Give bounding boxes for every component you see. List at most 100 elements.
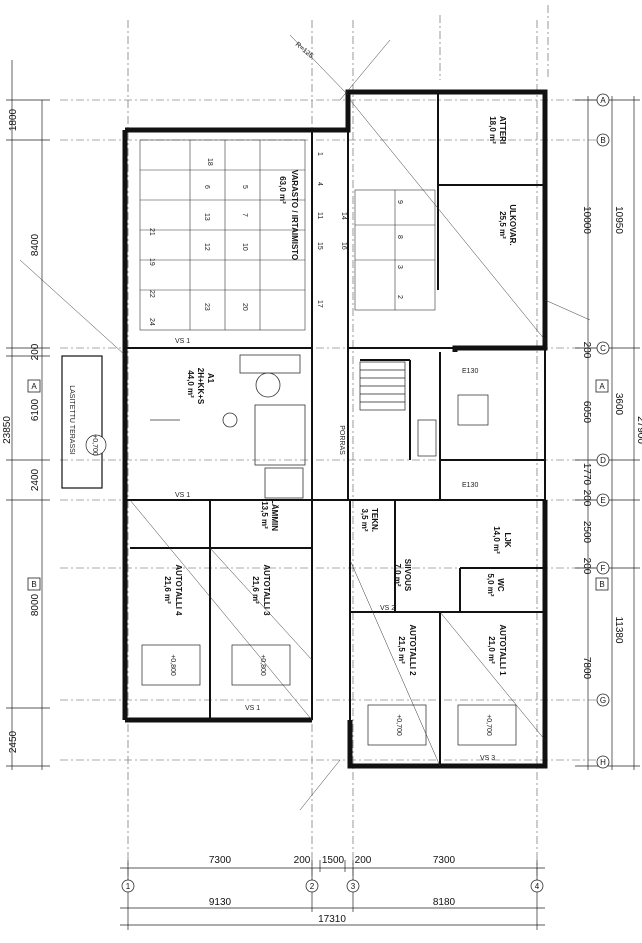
- locker-number: 2: [396, 295, 403, 299]
- right-dim-mid-1: 10950: [613, 206, 624, 234]
- grid-row-bubbles: [596, 93, 610, 769]
- garage-2-area: 21,5 m²: [397, 636, 406, 664]
- left-dim-3: 200: [30, 343, 41, 360]
- left-dim-6: 8000: [30, 593, 41, 616]
- grid-col-1: 1: [126, 882, 131, 891]
- right-dim-total: 27900: [635, 416, 642, 444]
- right-dim-1: 10000: [581, 206, 592, 234]
- locker-number: 12: [203, 243, 210, 251]
- garage-2-label: AUTOTALLI 2: [408, 624, 417, 676]
- bottom-dim-3: 1500: [322, 855, 345, 866]
- terrace-label: LASITETTU TERASSI: [68, 385, 75, 455]
- apartment-type: 2H+KK+S: [196, 368, 205, 405]
- locker-number: 19: [148, 258, 155, 266]
- terrace-outline: [61, 355, 103, 489]
- right-dim-mid-3: 11380: [613, 616, 624, 644]
- garage-floor-markers: [141, 644, 517, 746]
- garage-4-label: AUTOTALLI 4: [174, 564, 183, 616]
- storage-numbers: 18 19 1 5 6 4 13 12 7 10 11 14 15 16 17 …: [148, 152, 403, 326]
- bottom-dimensions: [120, 860, 545, 930]
- tech-room-label: TEKN.: [370, 508, 379, 532]
- grid-col-4: 4: [535, 882, 540, 891]
- note-vs1-a: VS 1: [175, 338, 190, 345]
- ljk-room-area: 14,0 m²: [492, 526, 501, 554]
- locker-number: 17: [316, 300, 323, 308]
- note-vs1-c: VS 1: [245, 705, 260, 712]
- apartment-area: 44,0 m²: [186, 370, 195, 398]
- apartment-interior: [150, 354, 306, 499]
- right-dim-5: 200: [581, 490, 592, 507]
- right-dim-7: 200: [581, 558, 592, 575]
- cleaning-room-area: 7,0 m²: [393, 563, 402, 586]
- attic-label: ATTERI: [498, 116, 507, 144]
- grid-row-g: G: [600, 696, 606, 705]
- grid-col-3: 3: [351, 882, 356, 891]
- left-dim-total: 23850: [2, 416, 13, 444]
- section-b-left: B: [31, 580, 36, 589]
- tech-room-area: 3,5 m²: [360, 508, 369, 531]
- locker-number: 15: [316, 242, 323, 250]
- apartment-id: A1: [206, 373, 215, 384]
- grid-col-2: 2: [310, 882, 315, 891]
- outdoor-area: 25,5 m²: [498, 211, 507, 239]
- apartment-elevation-marker: [85, 434, 107, 456]
- left-dim-7: 2450: [8, 730, 19, 753]
- section-a-right: A: [599, 382, 605, 391]
- locker-number: 14: [340, 212, 347, 220]
- attic-area: 18,0 m²: [488, 116, 497, 144]
- section-b-right: B: [599, 580, 604, 589]
- bottom-dim-1: 7300: [209, 855, 232, 866]
- diagonal-guide-lines: [19, 34, 591, 811]
- right-dim-mid-2: 3600: [613, 393, 624, 416]
- interior-walls: [125, 92, 546, 766]
- locker-number: 4: [316, 182, 323, 186]
- bottom-dim-total: 17310: [318, 914, 346, 925]
- locker-number: 6: [203, 185, 210, 189]
- garage-1-elevation: +0,700: [485, 714, 492, 736]
- locker-number: 16: [340, 242, 347, 250]
- left-dim-5: 2400: [30, 468, 41, 491]
- locker-number: 3: [396, 265, 403, 269]
- right-dim-6: 2500: [581, 521, 592, 544]
- garage-4-area: 21,6 m²: [163, 576, 172, 604]
- heat-room-label: LÄMMIN: [270, 499, 279, 531]
- garage-1-label: AUTOTALLI 1: [498, 624, 507, 676]
- apartment-elevation: +0,700: [91, 434, 98, 456]
- locker-number: 22: [148, 290, 155, 298]
- locker-number: 24: [148, 318, 155, 326]
- garage-3-area: 21,6 m²: [251, 576, 260, 604]
- grid-row-b: B: [600, 136, 605, 145]
- grid-row-h: H: [600, 758, 606, 767]
- section-markers: [27, 379, 609, 591]
- garage-4-elevation: +0,800: [169, 654, 176, 676]
- storage-room-label: VARASTO / IRTAIMISTO: [290, 170, 299, 261]
- locker-number: 8: [396, 235, 403, 239]
- grid-row-c: C: [600, 344, 606, 353]
- note-vs1-b: VS 1: [175, 492, 190, 499]
- left-dim-4: 6100: [30, 398, 41, 421]
- grid-row-a: A: [600, 96, 606, 105]
- left-dim-2: 8400: [30, 233, 41, 256]
- garage-1-area: 21,0 m²: [487, 636, 496, 664]
- heat-room-area: 13,5 m²: [260, 501, 269, 529]
- section-a-left: A: [31, 382, 37, 391]
- locker-number: 21: [148, 228, 155, 236]
- bottom-dim-5: 7300: [433, 855, 456, 866]
- bottom-dim-2: 200: [294, 855, 311, 866]
- right-dim-4: 1770: [581, 463, 592, 486]
- left-dimensions: [6, 60, 50, 770]
- locker-number: 13: [203, 213, 210, 221]
- right-dim-2: 200: [581, 342, 592, 359]
- stair: [359, 361, 489, 457]
- note-e130-b: E130: [462, 482, 478, 489]
- wc-area: 5,0 m²: [486, 573, 495, 596]
- locker-number: 23: [203, 303, 210, 311]
- locker-number: 18: [206, 158, 213, 166]
- grid-row-d: D: [600, 456, 606, 465]
- note-vs3: VS 3: [480, 755, 495, 762]
- bottom-dim-4: 200: [355, 855, 372, 866]
- outdoor-label: ULKOVAR.: [508, 204, 517, 245]
- storage-locker-grid: [139, 139, 436, 331]
- garage-3-elevation: +0,800: [259, 654, 266, 676]
- right-dim-3: 6050: [581, 401, 592, 424]
